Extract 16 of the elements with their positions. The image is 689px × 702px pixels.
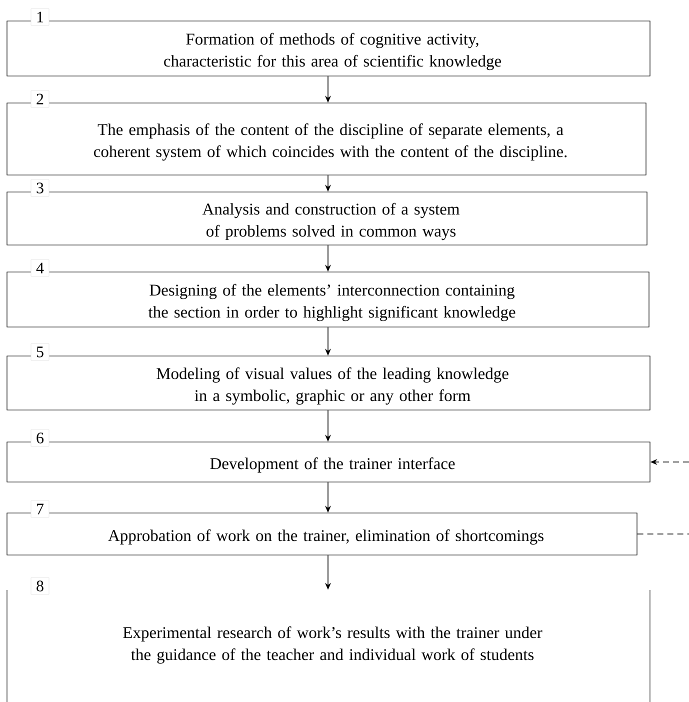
- node-label: 5: [36, 346, 44, 358]
- node-label: 1: [37, 12, 44, 22]
- step-box: 6 Development of the trainer interface: [6, 429, 650, 482]
- step-box: 2 The emphasis of the content of the discipline of separate elements, a coherent system of which coincides with the content of the discipline.: [6, 90, 646, 176]
- step-box: 3 Analysis and construction of a system of problems solved in common ways: [6, 179, 648, 246]
- step-box: 4 Designing of the elements’ interconnection containing the section in order to highlight significant knowledge: [6, 260, 650, 328]
- step-box: 8 Experimental research of work’s results with the trainer under the guidance of the teacher and individual work of students: [6, 577, 650, 702]
- node-label: 6: [36, 432, 44, 444]
- node-label: 7: [37, 504, 44, 514]
- node-label: 3: [36, 182, 44, 194]
- node-label: Experimental research of work’s results with the trainer under the guidance of the teacher and individual work of students: [123, 626, 542, 664]
- step-box: 7 Approbation of work on the trainer, elimination of shortcomings: [6, 500, 638, 556]
- node-label: 2: [36, 94, 44, 104]
- step-box: 1 Formation of methods of cognitive activity, characteristic for this area of scientific knowledge: [6, 8, 650, 76]
- step-box: 5 Modeling of visual values of the leading knowledge in a symbolic, graphic or any other form: [6, 343, 650, 410]
- node-label: 4: [36, 262, 44, 274]
